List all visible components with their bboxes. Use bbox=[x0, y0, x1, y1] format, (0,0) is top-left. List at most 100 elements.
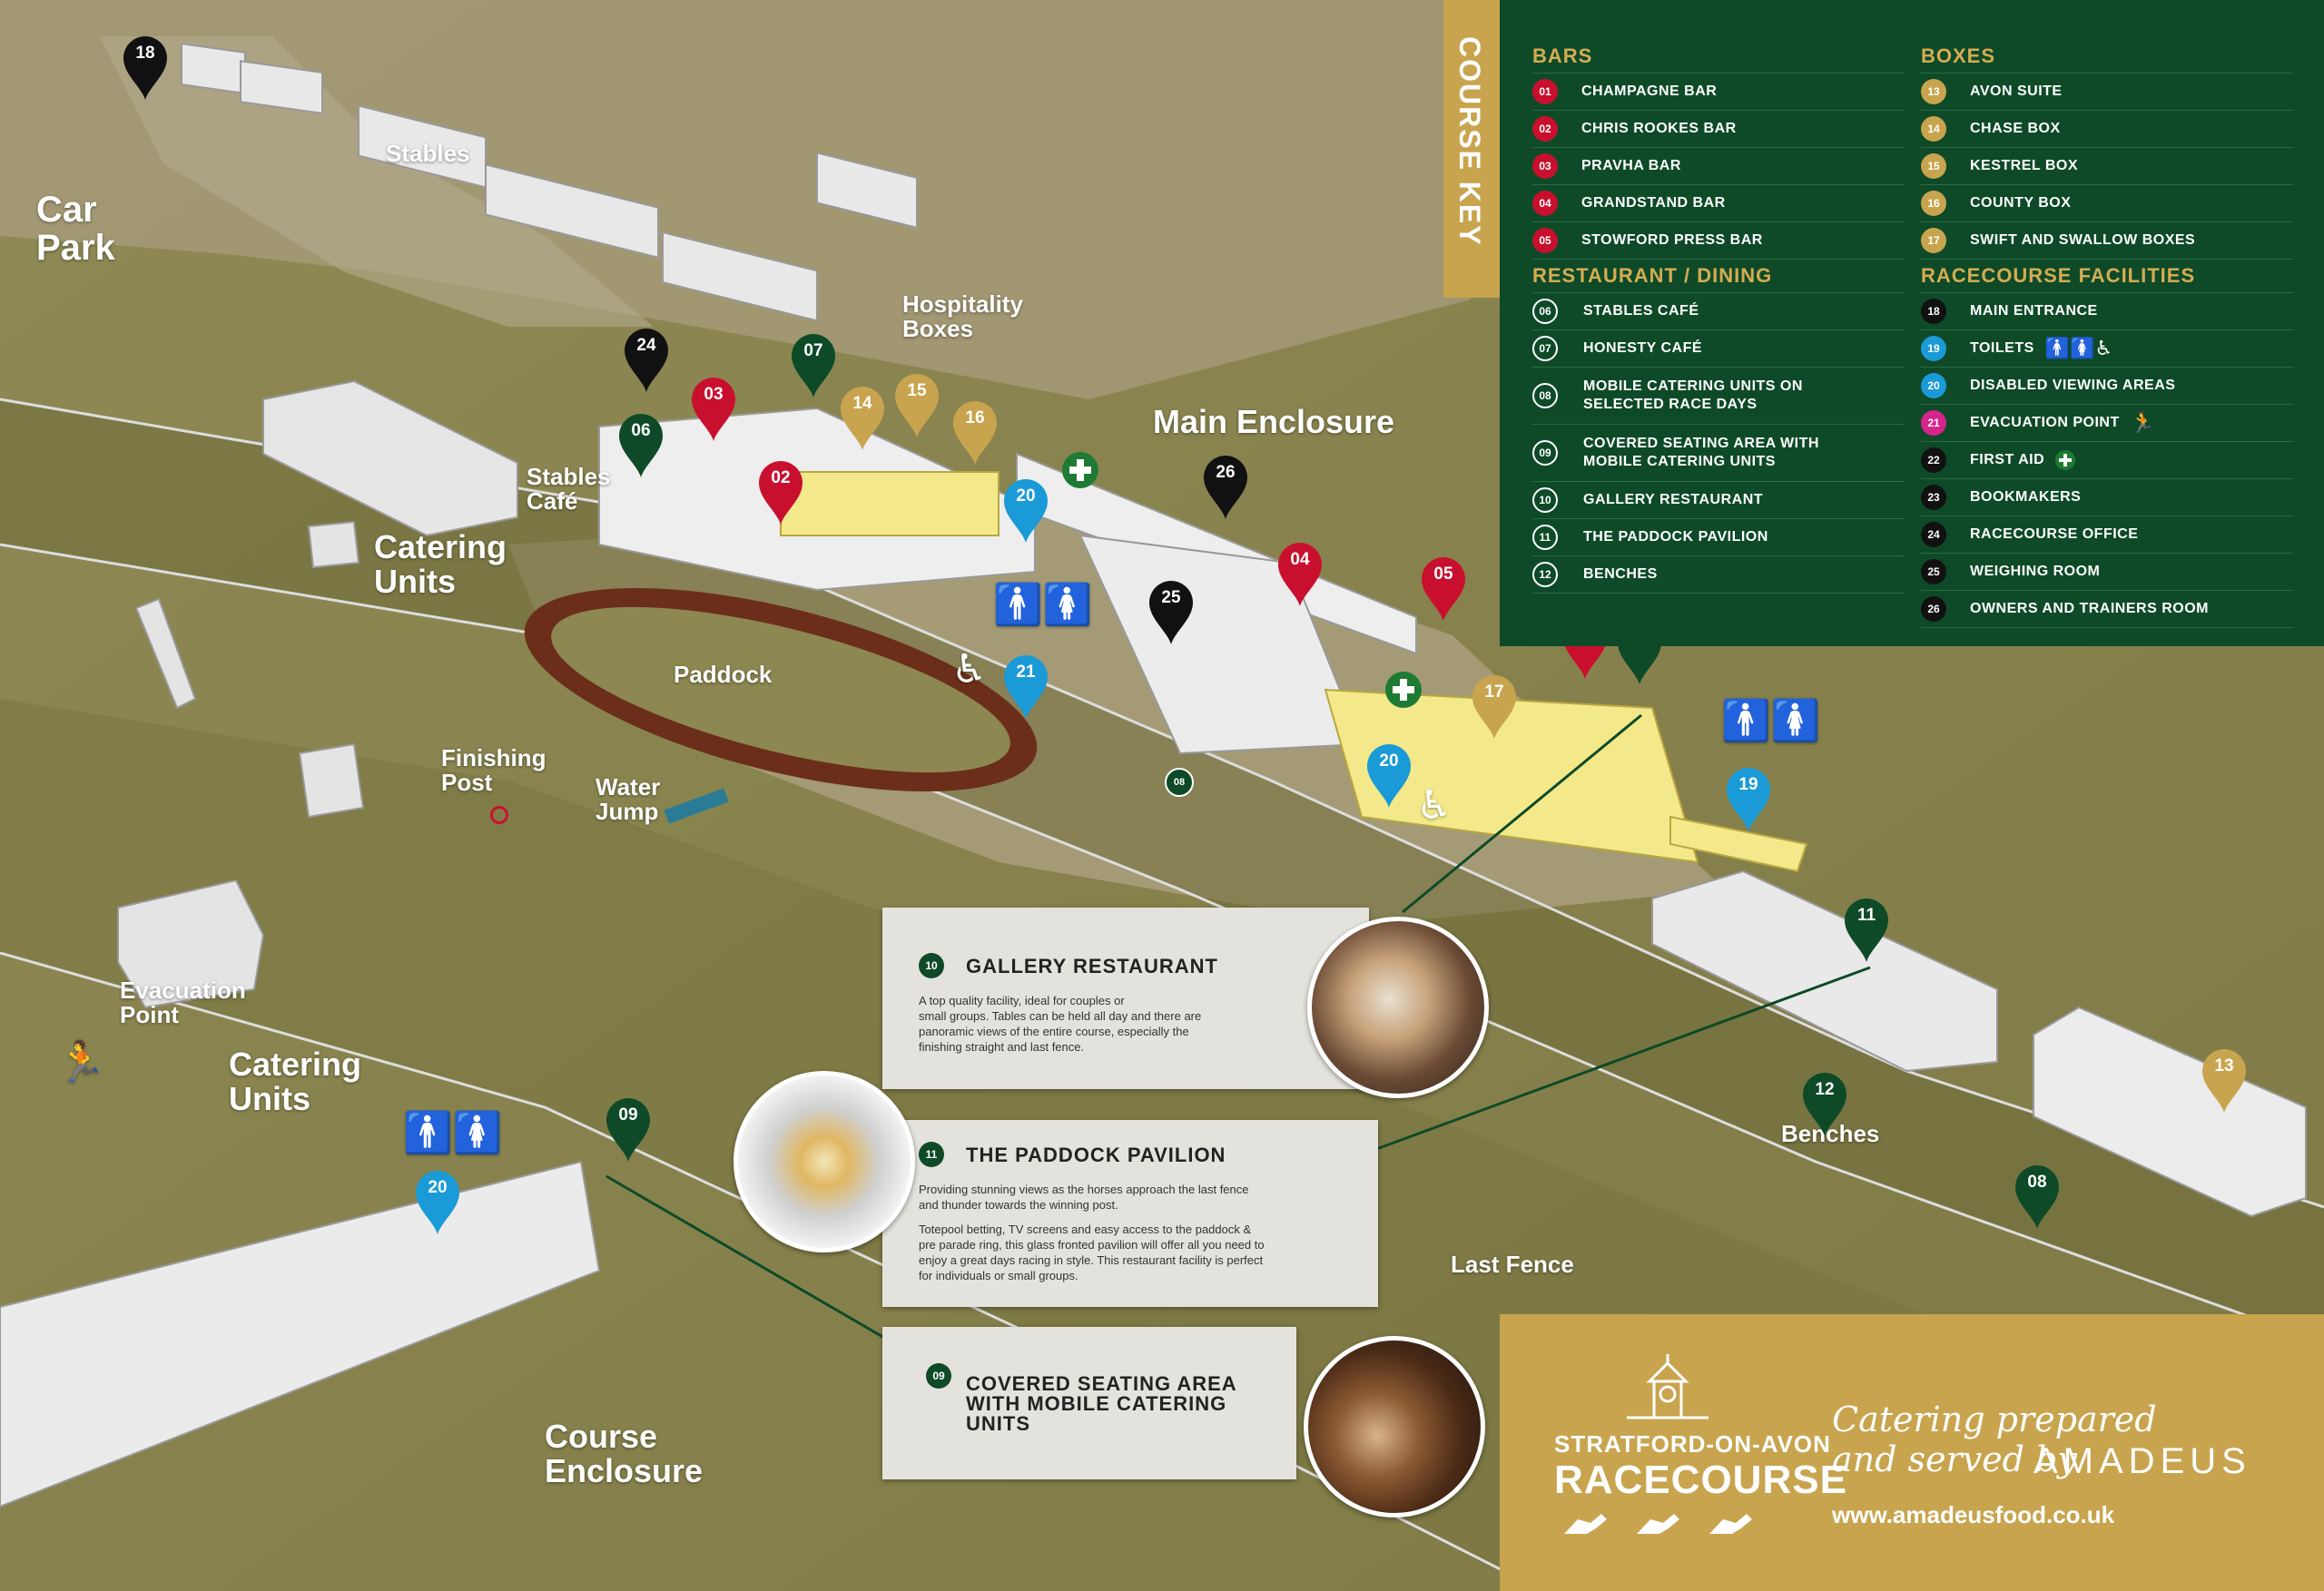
card-title: GALLERY RESTAURANT bbox=[966, 955, 1218, 977]
map-pin-03[interactable]: 03 bbox=[688, 374, 739, 443]
brand-panel: STRATFORD-ON-AVON RACECOURSE Catering pr… bbox=[1500, 1314, 2324, 1591]
card-gallery-restaurant: 10 GALLERY RESTAURANT A top quality faci… bbox=[882, 908, 1369, 1089]
key-number-badge: 10 bbox=[1532, 487, 1558, 513]
map-pin-02[interactable]: 02 bbox=[755, 457, 806, 526]
map-pin-number: 07 bbox=[803, 341, 823, 360]
map-pin-06[interactable]: 06 bbox=[615, 410, 666, 479]
key-number-badge: 14 bbox=[1921, 116, 1946, 142]
card-body-2: Totepool betting, TV screens and easy ac… bbox=[919, 1223, 1265, 1282]
key-item-label: HONESTY CAFÉ bbox=[1583, 340, 1703, 356]
map-pin-16[interactable]: 16 bbox=[950, 398, 1000, 466]
card-body: A top quality facility, ideal for couple… bbox=[919, 994, 1202, 1054]
label-finishing-post: Finishing Post bbox=[441, 744, 547, 797]
label-last-fence: Last Fence bbox=[1451, 1251, 1574, 1278]
key-number-badge: 24 bbox=[1921, 522, 1946, 547]
map-pin-21[interactable]: 21 bbox=[1000, 652, 1051, 721]
key-item-label: TOILETS bbox=[1970, 340, 2034, 356]
grandstand-buildings bbox=[0, 379, 2307, 1508]
map-pin-number: 18 bbox=[135, 44, 155, 63]
key-heading-boxes: BOXES bbox=[1921, 40, 2293, 74]
map-pin-number: 08 bbox=[2027, 1173, 2047, 1192]
key-number-badge: 05 bbox=[1532, 228, 1558, 253]
label-car-park: Car Park bbox=[36, 190, 115, 268]
map-pin-20[interactable]: 20 bbox=[1000, 476, 1051, 545]
key-heading-dining: RESTAURANT / DINING bbox=[1532, 260, 1905, 293]
map-pin-number: 05 bbox=[1433, 565, 1453, 584]
label-evacuation-point: Evacuation Point bbox=[120, 977, 246, 1029]
map-pin-11[interactable]: 11 bbox=[1841, 895, 1892, 964]
map-pin-number: 20 bbox=[1016, 486, 1036, 506]
toilets-icon: 🚹🚺 bbox=[993, 582, 1093, 628]
key-number-badge: 11 bbox=[1532, 525, 1558, 550]
key-number-badge: 06 bbox=[1532, 299, 1558, 324]
card-number: 10 bbox=[919, 953, 944, 978]
label-water-jump: Water Jump bbox=[596, 773, 661, 826]
key-number-badge: 13 bbox=[1921, 79, 1946, 104]
first-aid-icon bbox=[1385, 672, 1422, 708]
map-pin-04[interactable]: 04 bbox=[1275, 539, 1325, 608]
label-course-enclosure: Course Enclosure bbox=[545, 1418, 704, 1489]
key-number-badge: 20 bbox=[1921, 373, 1946, 398]
map-pin-number: 21 bbox=[1016, 663, 1036, 682]
map-pin-20[interactable]: 20 bbox=[412, 1167, 463, 1236]
first-aid-icon bbox=[1062, 452, 1098, 488]
map-pin-number: 20 bbox=[1379, 751, 1399, 771]
key-number-badge: 26 bbox=[1921, 596, 1946, 622]
key-item-label: MOBILE CATERING UNITS ON SELECTED RACE D… bbox=[1583, 378, 1803, 412]
map-pin-number: 02 bbox=[771, 468, 791, 487]
map-pin-number: 15 bbox=[907, 381, 927, 400]
map-pin-25[interactable]: 25 bbox=[1146, 577, 1196, 646]
map-pin-20[interactable]: 20 bbox=[1364, 741, 1414, 810]
map-pin-26[interactable]: 26 bbox=[1200, 452, 1251, 521]
map-pin-18[interactable]: 18 bbox=[120, 33, 171, 102]
pavilion-dessert-photo bbox=[734, 1071, 915, 1252]
key-number-badge: 08 bbox=[1532, 383, 1558, 408]
map-pin-07[interactable]: 07 bbox=[788, 330, 839, 399]
map-pin-05[interactable]: 05 bbox=[1418, 554, 1469, 623]
mobile-catering-marker[interactable]: 08 bbox=[1165, 768, 1194, 797]
key-item-label: BENCHES bbox=[1583, 566, 1658, 582]
map-pin-15[interactable]: 15 bbox=[891, 370, 942, 439]
map-pin-number: 03 bbox=[704, 385, 724, 404]
brand-name-line1: STRATFORD-ON-AVON bbox=[1554, 1430, 1831, 1458]
key-number-badge: 07 bbox=[1532, 336, 1558, 361]
brand-name-line2: RACECOURSE bbox=[1554, 1458, 1847, 1502]
key-item-label: FIRST AID bbox=[1970, 452, 2045, 467]
map-pin-19[interactable]: 19 bbox=[1723, 764, 1774, 833]
map-pin-14[interactable]: 14 bbox=[837, 383, 888, 452]
map-pin-number: 17 bbox=[1484, 683, 1504, 702]
map-pin-09[interactable]: 09 bbox=[603, 1095, 654, 1164]
label-paddock: Paddock bbox=[674, 661, 773, 688]
label-hospitality-boxes: Hospitality Boxes bbox=[902, 290, 1023, 343]
key-item-label: PRAVHA BAR bbox=[1581, 158, 1681, 173]
label-main-enclosure: Main Enclosure bbox=[1153, 403, 1395, 440]
brand-url-link[interactable]: www.amadeusfood.co.uk bbox=[1832, 1501, 2115, 1528]
map-pin-17[interactable]: 17 bbox=[1469, 672, 1520, 741]
map-pin-08[interactable]: 08 bbox=[2012, 1162, 2063, 1231]
map-pin-24[interactable]: 24 bbox=[621, 325, 672, 394]
course-key-tab-label: COURSE KEY bbox=[1453, 36, 1486, 247]
map-pin-13[interactable]: 13 bbox=[2199, 1046, 2250, 1115]
key-item-label: STOWFORD PRESS BAR bbox=[1581, 232, 1763, 248]
key-number-badge: 02 bbox=[1532, 116, 1558, 142]
map-pin-12[interactable]: 12 bbox=[1799, 1069, 1850, 1138]
map-pin-number: 14 bbox=[852, 394, 872, 413]
racehorses-icon bbox=[1564, 1514, 1752, 1534]
key-number-badge: 04 bbox=[1532, 191, 1558, 216]
course-key-tab: COURSE KEY bbox=[1443, 0, 1500, 298]
amadeus-wordmark: AMADEUS bbox=[2034, 1441, 2251, 1481]
car-park-area bbox=[0, 0, 1471, 399]
map-pin-number: 09 bbox=[618, 1105, 638, 1125]
key-item-label: OWNERS AND TRAINERS ROOM bbox=[1970, 601, 2209, 616]
